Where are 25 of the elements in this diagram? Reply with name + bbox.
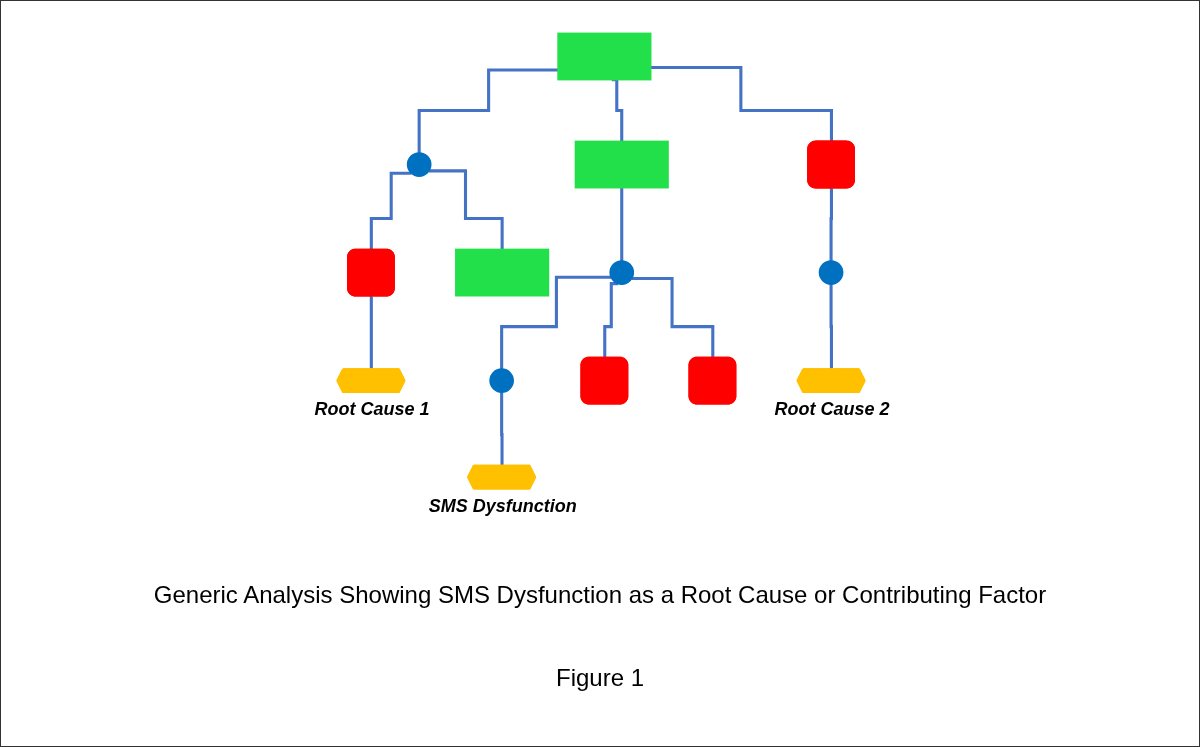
figure-number: Figure 1 — [554, 664, 645, 692]
square-node — [688, 356, 737, 405]
circle-node — [489, 368, 514, 393]
connector-line — [500, 275, 612, 371]
connector-line — [417, 68, 559, 155]
square-node — [557, 32, 652, 81]
node-caption: Root Cause 2 — [774, 399, 890, 421]
circle-node — [609, 260, 635, 285]
hexagon-node — [796, 368, 866, 393]
connector-line — [428, 169, 504, 251]
node-caption: Root Cause 1 — [314, 399, 430, 421]
square-node — [347, 248, 395, 297]
square-node — [580, 356, 629, 405]
hexagon-node — [336, 368, 406, 393]
figure-caption: Generic Analysis Showing SMS Dysfunction as a Root Cause or Contributing Factor — [152, 581, 1048, 609]
connector-line — [829, 186, 834, 263]
square-node — [807, 140, 855, 189]
hexagon-node — [467, 464, 537, 490]
circle-node — [406, 152, 432, 177]
square-node — [574, 140, 669, 189]
circle-node — [818, 260, 844, 285]
square-node — [455, 248, 550, 297]
connector-line — [611, 78, 624, 143]
node-caption: SMS Dysfunction — [428, 495, 577, 517]
connector-line — [620, 186, 624, 263]
